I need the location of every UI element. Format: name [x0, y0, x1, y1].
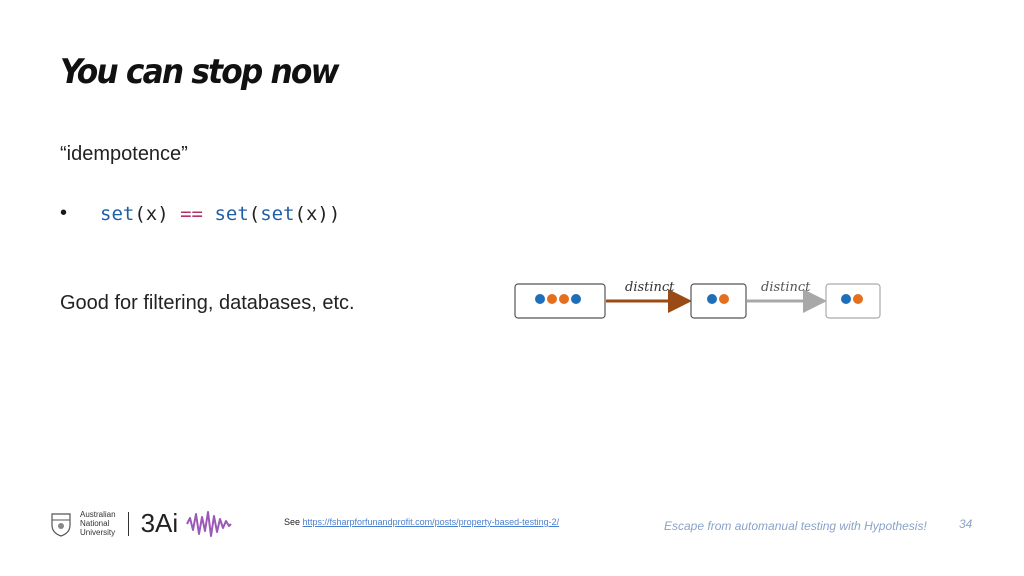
brand-3ai-logo: 3Ai: [140, 508, 179, 538]
anu-wordmark: Australian National University: [80, 510, 116, 537]
distinct-diagram: distinct distinct: [510, 274, 890, 331]
orange-dot: [853, 294, 863, 304]
code-expression: set(x) == set(set(x)): [100, 203, 340, 225]
arrow-label-2: distinct: [761, 280, 811, 295]
deck-title: Escape from automanual testing with Hypo…: [664, 519, 927, 533]
footer-logos: Australian National University 3Ai: [50, 508, 232, 539]
orange-dot: [547, 294, 557, 304]
diagram-svg: distinct distinct: [514, 280, 881, 319]
body-text: Good for filtering, databases, etc.: [60, 292, 355, 314]
slide-subtitle: “idempotence”: [60, 143, 188, 165]
anu-crest-icon: [51, 512, 71, 537]
anu-line: Australian: [80, 510, 116, 519]
output-box: [825, 283, 881, 319]
orange-dot: [719, 294, 729, 304]
blue-dot: [535, 294, 545, 304]
orange-dot: [559, 294, 569, 304]
anu-line: University: [80, 528, 116, 537]
code-arg: (x): [134, 202, 181, 225]
reference-line: See https://fsharpforfunandprofit.com/po…: [284, 517, 559, 527]
middle-box: [690, 283, 747, 319]
blue-dot: [571, 294, 581, 304]
arrow-label-1: distinct: [625, 280, 675, 295]
anu-line: National: [80, 519, 110, 528]
blue-dot: [707, 294, 717, 304]
see-prefix: See: [284, 517, 303, 527]
page-number: 34: [959, 517, 973, 531]
reference-link[interactable]: https://fsharpforfunandprofit.com/posts/…: [302, 517, 560, 527]
code-fn-set: set: [214, 202, 249, 225]
logo-divider: [127, 511, 129, 536]
blue-dot: [841, 294, 851, 304]
waveform-logo-icon: [186, 510, 232, 537]
code-arg: (x)): [294, 202, 341, 225]
code-operator: ==: [180, 202, 203, 225]
code-paren: (: [248, 202, 261, 225]
slide-title: You can stop now: [60, 52, 339, 92]
code-fn-set: set: [100, 202, 135, 225]
code-fn-set: set: [260, 202, 295, 225]
bullet-marker: •: [60, 202, 68, 224]
code-bullet: • set(x) == set(set(x)): [60, 202, 340, 225]
